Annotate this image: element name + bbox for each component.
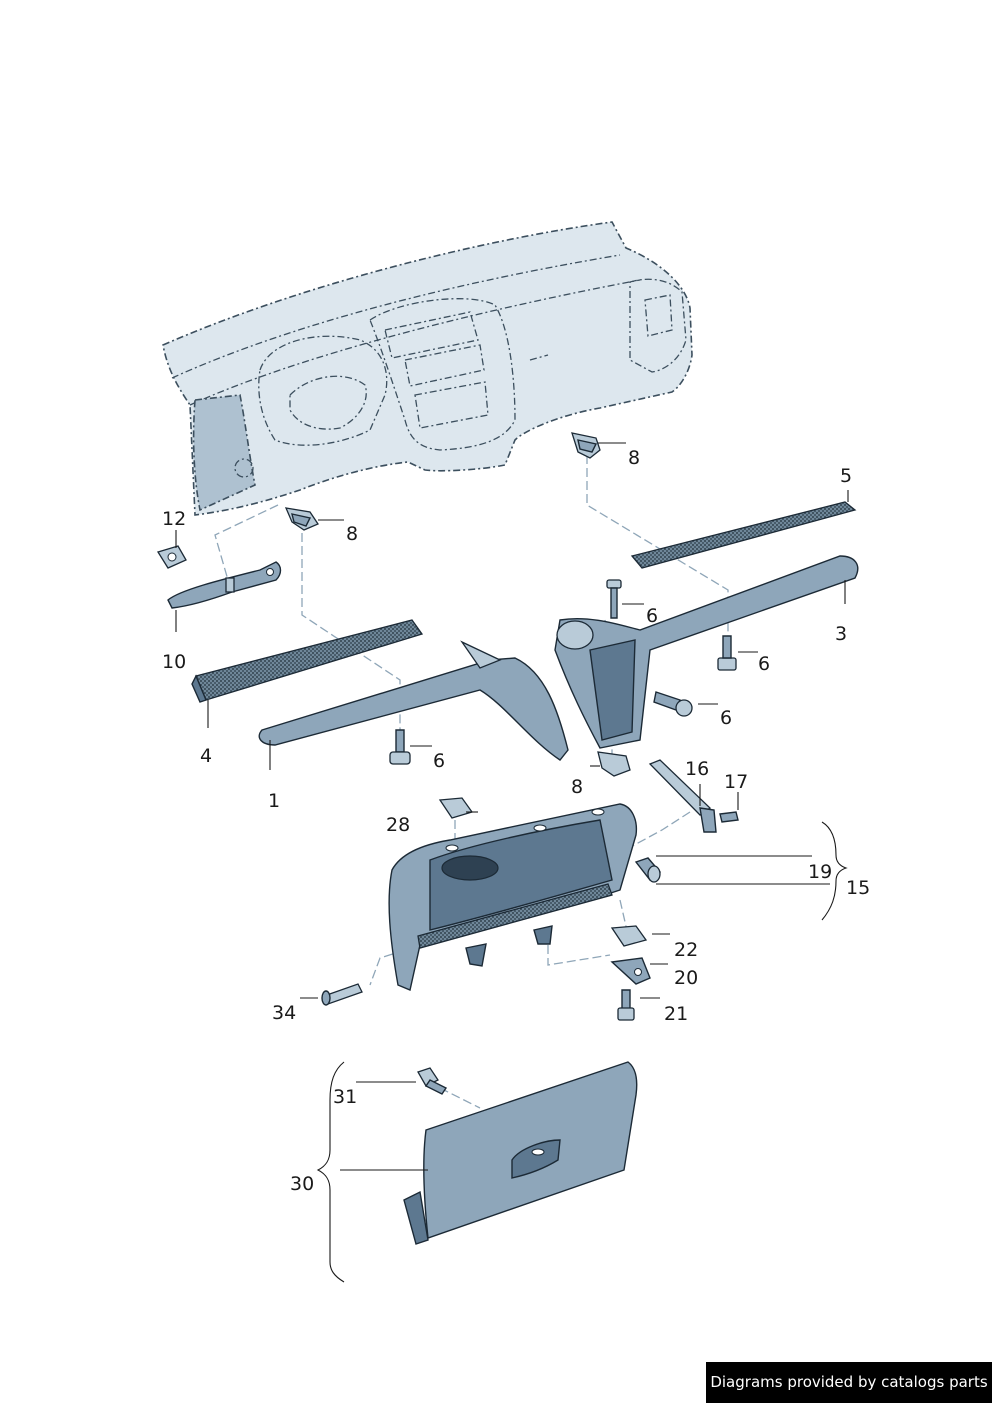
callout-31: 31 (333, 1086, 357, 1108)
callout-19: 19 (808, 861, 832, 883)
vent-strip-4 (191, 619, 424, 703)
screw-17 (719, 811, 739, 823)
callout-28: 28 (386, 814, 410, 836)
glove-box-housing (388, 803, 638, 991)
callout-10: 10 (162, 651, 186, 673)
callout-12: 12 (162, 508, 186, 530)
screw-21 (617, 989, 635, 1021)
callout-5: 5 (840, 465, 852, 487)
callout-6-upper: 6 (646, 605, 658, 627)
callout-22: 22 (674, 939, 698, 961)
trim-panel-1 (258, 640, 569, 761)
clip-8-middle (284, 507, 319, 531)
dashboard-outline (162, 221, 693, 516)
vent-strip-5 (630, 501, 857, 569)
callout-30: 30 (290, 1173, 314, 1195)
screw-31 (417, 1067, 448, 1095)
callout-6-right: 6 (758, 653, 770, 675)
clip-8-lower (597, 751, 631, 777)
clip-28 (438, 797, 474, 819)
nut-12 (156, 545, 187, 569)
bolt-6-upper (606, 579, 622, 619)
callout-16: 16 (685, 758, 709, 780)
callout-17: 17 (724, 771, 748, 793)
callout-21: 21 (664, 1003, 688, 1025)
callout-8-upper: 8 (628, 447, 640, 469)
callout-20: 20 (674, 967, 698, 989)
bolt-6-middle (653, 691, 693, 717)
callout-34: 34 (272, 1002, 296, 1024)
bolt-6-left (389, 729, 411, 765)
callout-4: 4 (200, 745, 212, 767)
callout-6-left: 6 (433, 750, 445, 772)
leader-lines (175, 442, 849, 1283)
pin-34 (321, 983, 363, 1006)
callout-labels: 8 8 12 10 4 1 5 3 6 6 6 6 8 16 17 28 19 … (162, 447, 870, 1195)
bracket-20 (610, 957, 651, 985)
credit-banner: Diagrams provided by catalogs parts (706, 1362, 992, 1403)
clip-8-upper (571, 432, 601, 459)
strap-16 (648, 759, 717, 833)
bolt-6-right (717, 635, 737, 671)
clip-22 (610, 925, 648, 947)
callout-3: 3 (835, 623, 847, 645)
bracket-10 (167, 561, 282, 609)
callout-8-lower: 8 (571, 776, 583, 798)
callout-1: 1 (268, 790, 280, 812)
trim-panel-3 (554, 555, 859, 749)
buffer-19 (634, 857, 662, 883)
callout-6-middle: 6 (720, 707, 732, 729)
glove-box-lid-30 (403, 1061, 638, 1245)
callout-8-middle: 8 (346, 523, 358, 545)
callout-15: 15 (846, 877, 870, 899)
